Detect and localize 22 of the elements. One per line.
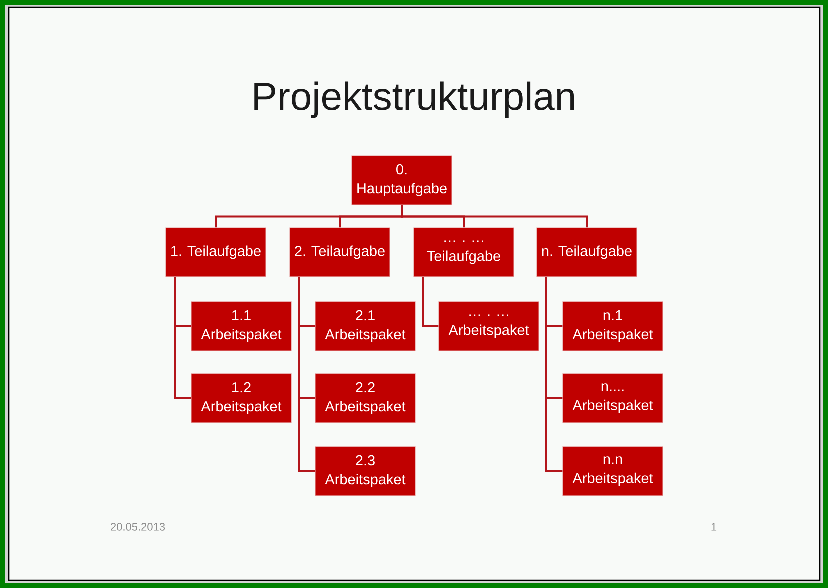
work-package-box: n.1 Arbeitspaket xyxy=(562,302,664,352)
work-package-box: 2.3 Arbeitspaket xyxy=(315,446,416,496)
connector-line xyxy=(298,277,316,472)
connector-line xyxy=(545,277,563,472)
work-package-box: n.n Arbeitspaket xyxy=(562,446,664,496)
work-package-box: 2.2 Arbeitspaket xyxy=(315,374,416,424)
subtask-box: 2. Teilaufgabe xyxy=(290,228,390,278)
subtask-box: n. Teilaufgabe xyxy=(536,228,638,278)
work-package-box: 1.2 Arbeitspaket xyxy=(191,374,292,424)
main-task-box: 0. Hauptaufgabe xyxy=(352,156,452,206)
work-package-box: n.... Arbeitspaket xyxy=(562,374,664,424)
connector-line xyxy=(401,205,588,228)
connector-line xyxy=(174,277,192,400)
page-number: 1 xyxy=(712,523,717,531)
title: Projektstrukturplan xyxy=(254,82,574,118)
connector-line xyxy=(422,277,439,328)
date-text: 20.05.2013 xyxy=(111,523,166,531)
subtask-box: 1. Teilaufgabe xyxy=(166,228,266,278)
work-package-box: 2.1 Arbeitspaket xyxy=(315,302,416,352)
work-package-box: … . … Arbeitspaket xyxy=(438,302,540,352)
work-package-box: 1.1 Arbeitspaket xyxy=(191,302,292,352)
subtask-box: … . … Teilaufgabe xyxy=(414,228,514,278)
